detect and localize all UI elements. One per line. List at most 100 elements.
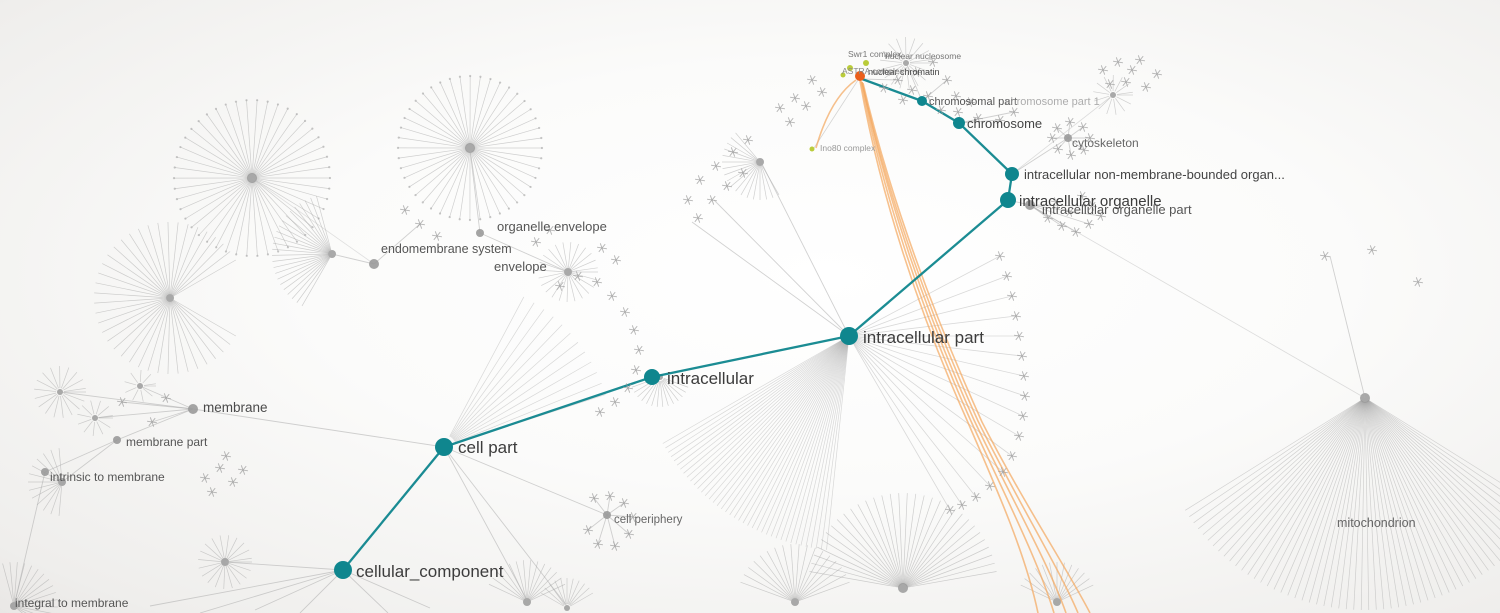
asterisk-node[interactable] (742, 135, 754, 145)
term-label[interactable]: Ino80 complex (820, 143, 876, 153)
term-label[interactable]: chromosome part 1 (1005, 96, 1100, 108)
asterisk-node[interactable] (727, 147, 739, 157)
asterisk-node[interactable] (1104, 79, 1116, 89)
asterisk-node[interactable] (906, 85, 918, 95)
asterisk-node[interactable] (997, 467, 1009, 477)
asterisk-node[interactable] (692, 213, 704, 223)
asterisk-node[interactable] (1050, 197, 1062, 207)
asterisk-node[interactable] (1013, 431, 1025, 441)
node-intracellular-non-membrane-bounded-organelle[interactable] (1005, 167, 1019, 181)
asterisk-node[interactable] (1083, 219, 1095, 229)
term-label[interactable]: organelle envelope (497, 219, 607, 234)
term-label[interactable]: cell part (458, 438, 518, 457)
asterisk-node[interactable] (1006, 291, 1018, 301)
term-label[interactable]: endomembrane system (381, 242, 512, 256)
asterisk-node[interactable] (944, 505, 956, 515)
fan-hub-node[interactable] (247, 173, 257, 183)
term-label[interactable]: chromosomal part (929, 96, 1017, 108)
asterisk-node[interactable] (1064, 207, 1076, 217)
asterisk-node[interactable] (878, 83, 890, 93)
asterisk-node[interactable] (1084, 133, 1096, 143)
node-cellular-component[interactable] (334, 561, 352, 579)
asterisk-node[interactable] (609, 541, 621, 551)
node-intracellular-part[interactable] (840, 327, 858, 345)
asterisk-node[interactable] (1078, 145, 1090, 155)
asterisk-node[interactable] (596, 243, 608, 253)
asterisk-node[interactable] (1126, 65, 1138, 75)
asterisk-node[interactable] (633, 345, 645, 355)
asterisk-node[interactable] (628, 325, 640, 335)
asterisk-node[interactable] (431, 231, 443, 241)
asterisk-node[interactable] (710, 161, 722, 171)
term-label[interactable]: intracellular organelle (1019, 193, 1162, 210)
node-intracellular-organelle[interactable] (1000, 192, 1016, 208)
term-label[interactable]: integral to membrane (15, 596, 129, 610)
asterisk-node[interactable] (594, 407, 606, 417)
asterisk-node[interactable] (964, 97, 976, 107)
hub-node[interactable] (41, 468, 49, 476)
asterisk-node[interactable] (1366, 245, 1378, 255)
term-label[interactable]: Swr1 complex (848, 49, 902, 59)
asterisk-node[interactable] (994, 251, 1006, 261)
asterisk-node[interactable] (789, 93, 801, 103)
asterisk-node[interactable] (1056, 221, 1068, 231)
asterisk-node[interactable] (592, 539, 604, 549)
asterisk-node[interactable] (591, 277, 603, 287)
asterisk-node[interactable] (1008, 107, 1020, 117)
asterisk-node[interactable] (199, 473, 211, 483)
asterisk-node[interactable] (784, 117, 796, 127)
hub-node[interactable] (113, 436, 121, 444)
fan-hub-node[interactable] (166, 294, 174, 302)
asterisk-node[interactable] (970, 492, 982, 502)
asterisk-node[interactable] (1140, 82, 1152, 92)
asterisk-node[interactable] (619, 307, 631, 317)
asterisk-node[interactable] (1018, 371, 1030, 381)
node-nuclear-chromatin[interactable] (855, 71, 865, 81)
hub-node[interactable] (603, 511, 611, 519)
asterisk-node[interactable] (816, 87, 828, 97)
asterisk-node[interactable] (582, 525, 594, 535)
node-intracellular[interactable] (644, 369, 660, 385)
asterisk-node[interactable] (146, 417, 158, 427)
asterisk-node[interactable] (220, 451, 232, 461)
asterisk-node[interactable] (414, 219, 426, 229)
asterisk-node[interactable] (774, 103, 786, 113)
asterisk-node[interactable] (935, 105, 947, 115)
asterisk-node[interactable] (1095, 211, 1107, 221)
asterisk-node[interactable] (800, 101, 812, 111)
asterisk-node[interactable] (911, 67, 923, 77)
asterisk-node[interactable] (1046, 133, 1058, 143)
fan-hub-node[interactable] (564, 605, 570, 611)
node-cell-part[interactable] (435, 438, 453, 456)
term-label[interactable]: membrane (203, 400, 268, 415)
asterisk-node[interactable] (609, 397, 621, 407)
asterisk-node[interactable] (1076, 191, 1088, 201)
asterisk-node[interactable] (1151, 69, 1163, 79)
asterisk-node[interactable] (941, 75, 953, 85)
term-label[interactable]: intrinsic to membrane (50, 470, 165, 484)
fan-hub-node[interactable] (898, 583, 908, 593)
asterisk-node[interactable] (630, 365, 642, 375)
asterisk-node[interactable] (610, 255, 622, 265)
term-label[interactable]: intracellular non-membrane-bounded organ… (1024, 167, 1285, 182)
term-label[interactable]: envelope (494, 259, 547, 274)
asterisk-node[interactable] (737, 168, 749, 178)
fan-hub-node[interactable] (791, 598, 799, 606)
term-label[interactable]: cell periphery (614, 514, 683, 526)
asterisk-node[interactable] (1019, 391, 1031, 401)
asterisk-node[interactable] (618, 498, 630, 508)
asterisk-node[interactable] (1070, 227, 1082, 237)
asterisk-node[interactable] (606, 291, 618, 301)
asterisk-node[interactable] (927, 57, 939, 67)
asterisk-node[interactable] (1006, 451, 1018, 461)
complex-node[interactable] (847, 65, 853, 71)
asterisk-node[interactable] (1097, 65, 1109, 75)
asterisk-node[interactable] (1017, 411, 1029, 421)
complex-node[interactable] (840, 72, 846, 78)
asterisk-node[interactable] (721, 181, 733, 191)
asterisk-node[interactable] (1077, 122, 1089, 132)
node-chromosome[interactable] (953, 117, 965, 129)
fan-hub-node[interactable] (523, 598, 531, 606)
term-label[interactable]: intracellular (667, 369, 754, 388)
asterisk-node[interactable] (1013, 331, 1025, 341)
